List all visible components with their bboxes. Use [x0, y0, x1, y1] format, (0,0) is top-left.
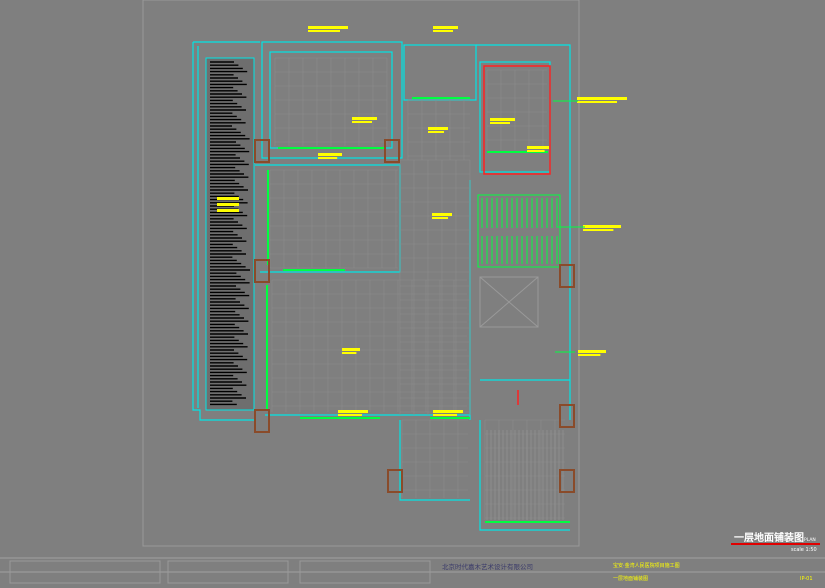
red-markings [483, 65, 551, 405]
drawing-scale: scale 1:50 [791, 547, 817, 553]
title-block-strip: 北京时代嘉木艺术设计有限公司 宝安·金湾人民医院项目施工图 一层地面铺装图 IP… [9, 560, 813, 584]
sheet-number: IP-01 [800, 576, 813, 582]
drawing-title: 一层地面铺装图 [734, 531, 804, 544]
sheet-frame [142, 0, 580, 547]
leader-lines [553, 100, 585, 353]
left-planting-strip [205, 57, 255, 411]
drawing-title-block: 一层地面铺装图 PLAN scale 1:50 [731, 531, 820, 553]
floor-tile-grids [269, 57, 565, 520]
main-staircase [477, 194, 564, 520]
drawing-title-tag: PLAN [804, 537, 816, 543]
column-outlines [254, 139, 575, 493]
sheet-name: 一层地面铺装图 [613, 575, 648, 582]
green-partitions [266, 97, 570, 523]
company-name: 北京时代嘉木艺术设计有限公司 [442, 562, 533, 571]
annotation-tags [308, 26, 627, 416]
project-name: 宝安·金湾人民医院项目施工图 [613, 562, 680, 569]
